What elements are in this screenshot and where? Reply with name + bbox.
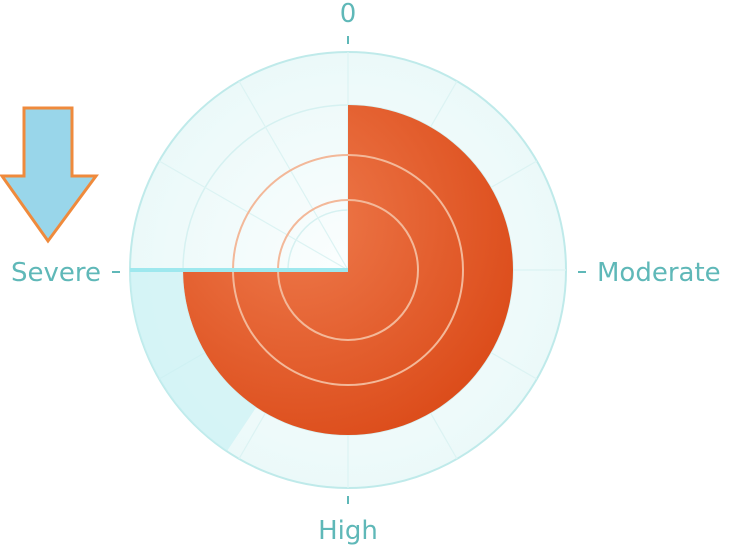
down-arrow-icon [0,106,99,244]
axis-label-bottom: High [318,516,378,546]
axis-label-right: Moderate [597,258,721,288]
grid-spoke [238,80,349,271]
axis-label-left: Severe [11,258,101,288]
axis-label-top: 0 [340,0,357,29]
highlight-band [130,270,257,452]
grid-spoke [158,160,349,271]
